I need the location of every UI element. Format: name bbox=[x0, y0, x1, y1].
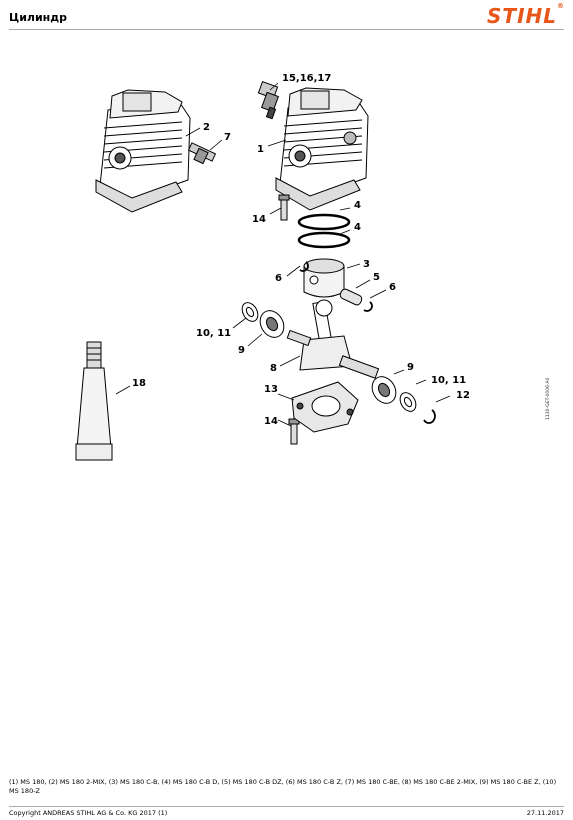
label-9-left: 9 bbox=[238, 345, 245, 356]
label-5: 5 bbox=[373, 272, 380, 283]
label-9-right: 9 bbox=[407, 362, 414, 373]
crankcase-drawing bbox=[291, 381, 359, 433]
exploded-parts-diagram: 15,16,17 2 7 1 14 4 4 3 6 5 6 10, 11 9 8… bbox=[0, 40, 573, 500]
bearing-right-drawing bbox=[371, 376, 397, 404]
label-1: 1 bbox=[257, 144, 264, 155]
piston-drawing bbox=[303, 258, 345, 298]
label-18: 18 bbox=[132, 378, 146, 389]
label-10-11-right: 10, 11 bbox=[431, 375, 466, 386]
part-labels: 15,16,17 2 7 1 14 4 4 3 6 5 6 10, 11 9 8… bbox=[132, 73, 470, 427]
label-14-upper: 14 bbox=[252, 214, 266, 225]
label-4-lower: 4 bbox=[354, 222, 361, 233]
drawing-code: 1130-GET-0006-A0 bbox=[546, 377, 551, 420]
copyright-text: Copyright ANDREAS STIHL AG & Co. KG 2017… bbox=[9, 809, 168, 817]
diagram-canvas: 15,16,17 2 7 1 14 4 4 3 6 5 6 10, 11 9 8… bbox=[75, 73, 470, 461]
label-14-lower: 14 bbox=[264, 416, 278, 427]
registered-mark: ® bbox=[557, 2, 565, 10]
label-12: 12 bbox=[456, 390, 470, 401]
label-3: 3 bbox=[363, 259, 370, 270]
label-8: 8 bbox=[270, 363, 277, 374]
piston-rings-drawing bbox=[297, 213, 351, 249]
stud-drawing bbox=[187, 142, 217, 165]
crankshaft-drawing bbox=[286, 299, 380, 379]
snap-ring-drawing bbox=[423, 409, 436, 424]
page-title: Цилиндр bbox=[9, 11, 68, 24]
label-4-upper: 4 bbox=[354, 200, 361, 211]
label-7: 7 bbox=[224, 132, 231, 143]
screw-upper-drawing bbox=[278, 194, 290, 221]
label-15-16-17: 15,16,17 bbox=[282, 73, 331, 84]
document-date: 27.11.2017 bbox=[526, 809, 564, 817]
label-6-right: 6 bbox=[389, 282, 396, 293]
cylinder-right-drawing bbox=[275, 87, 369, 211]
screw-lower-drawing bbox=[288, 418, 300, 445]
label-2: 2 bbox=[203, 122, 210, 133]
label-13: 13 bbox=[264, 384, 278, 395]
circlip-left-drawing bbox=[299, 261, 309, 272]
model-legend: (1) MS 180, (2) MS 180 2-MIX, (3) MS 180… bbox=[9, 778, 557, 795]
decompression-valve-drawing bbox=[257, 80, 280, 120]
grease-tube-drawing bbox=[75, 341, 113, 461]
oil-seal-right-drawing bbox=[399, 392, 417, 412]
circlip-right-drawing bbox=[363, 301, 373, 312]
piston-pin-drawing bbox=[339, 288, 363, 306]
label-6-left: 6 bbox=[275, 273, 282, 284]
label-10-11-left: 10, 11 bbox=[196, 328, 231, 339]
bearing-left-drawing bbox=[259, 310, 285, 338]
oil-seal-left-drawing bbox=[241, 302, 259, 322]
brand-name: STIHL bbox=[487, 4, 557, 28]
stihl-logo: STIHL® bbox=[487, 2, 564, 28]
header-divider bbox=[9, 29, 564, 30]
footer-divider bbox=[9, 806, 564, 807]
leader-lines bbox=[115, 82, 451, 427]
cylinder-left-drawing bbox=[95, 89, 191, 213]
